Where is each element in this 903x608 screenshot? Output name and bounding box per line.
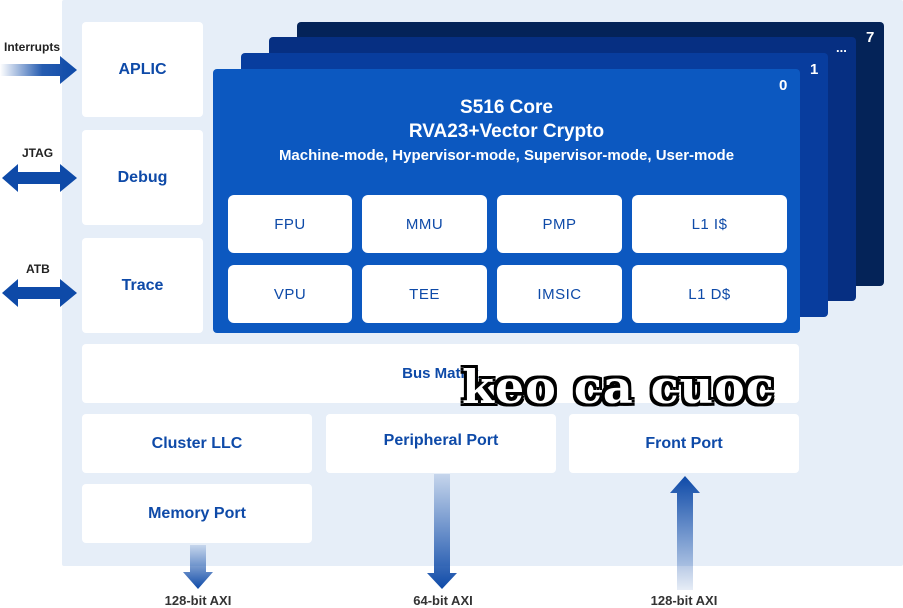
unit-l1-dcache: L1 D$	[632, 265, 787, 323]
aplic-box: APLIC	[82, 22, 203, 117]
front-port-arrow	[670, 476, 700, 590]
atb-arrow	[2, 279, 77, 307]
core-index-7: 7	[866, 29, 875, 46]
core-index-1: 1	[810, 61, 819, 78]
trace-box: Trace	[82, 238, 203, 333]
unit-tee: TEE	[362, 265, 487, 323]
debug-box: Debug	[82, 130, 203, 225]
core-index-0: 0	[779, 77, 788, 94]
front-port-box: Front Port	[569, 414, 799, 473]
memory-axi-label: 128-bit AXI	[164, 593, 232, 608]
bus-matrix-box: Bus Matrix	[82, 344, 799, 403]
unit-mmu: MMU	[362, 195, 487, 253]
jtag-label: JTAG	[22, 146, 54, 160]
atb-label: ATB	[26, 262, 50, 276]
watermark-text: keo ca cuoc	[462, 360, 775, 414]
core-title: S516 Core	[460, 97, 553, 118]
core-modes: Machine-mode, Hypervisor-mode, Superviso…	[278, 147, 735, 164]
core-subtitle: RVA23+Vector Crypto	[408, 121, 605, 142]
core-index-ellipsis: ...	[836, 40, 847, 55]
front-axi-label: 128-bit AXI	[650, 593, 718, 608]
unit-l1-icache: L1 I$	[632, 195, 787, 253]
interrupts-arrow	[0, 56, 77, 84]
unit-fpu: FPU	[228, 195, 352, 253]
peripheral-port-box: Peripheral Port	[326, 414, 556, 473]
memory-port-box: Memory Port	[82, 484, 312, 543]
unit-imsic: IMSIC	[497, 265, 622, 323]
peripheral-port-arrow	[427, 474, 457, 589]
unit-vpu: VPU	[228, 265, 352, 323]
interrupts-label: Interrupts	[4, 40, 61, 54]
peripheral-axi-label: 64-bit AXI	[413, 593, 473, 608]
memory-port-arrow	[183, 545, 213, 589]
cluster-llc-box: Cluster LLC	[82, 414, 312, 473]
unit-pmp: PMP	[497, 195, 622, 253]
jtag-arrow	[2, 164, 77, 192]
